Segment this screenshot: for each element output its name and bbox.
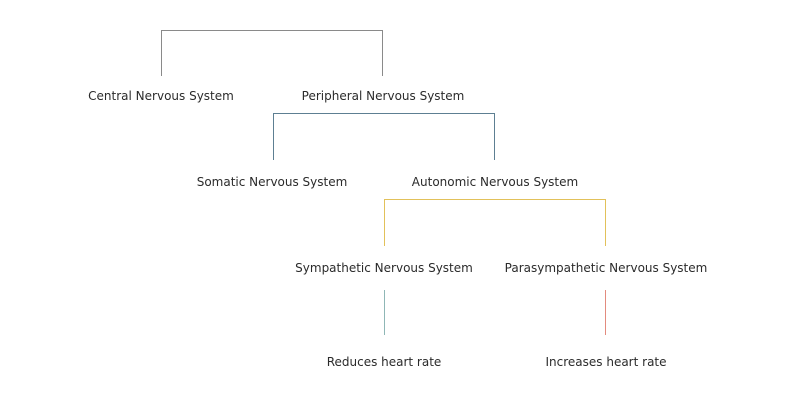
- connector-autonomic-to-sympathetic-parasympathetic: [384, 199, 606, 246]
- node-somatic-nervous-system: Somatic Nervous System: [196, 175, 348, 189]
- node-peripheral-nervous-system: Peripheral Nervous System: [301, 89, 465, 103]
- node-sympathetic-nervous-system: Sympathetic Nervous System: [295, 261, 473, 275]
- connector-peripheral-to-somatic-autonomic: [273, 113, 495, 160]
- node-parasympathetic-nervous-system: Parasympathetic Nervous System: [504, 261, 708, 275]
- node-increases-heart-rate: Increases heart rate: [545, 355, 667, 369]
- connector-root-to-central-peripheral: [161, 30, 383, 76]
- node-central-nervous-system: Central Nervous System: [88, 89, 234, 103]
- node-autonomic-nervous-system: Autonomic Nervous System: [411, 175, 579, 189]
- node-reduces-heart-rate: Reduces heart rate: [326, 355, 442, 369]
